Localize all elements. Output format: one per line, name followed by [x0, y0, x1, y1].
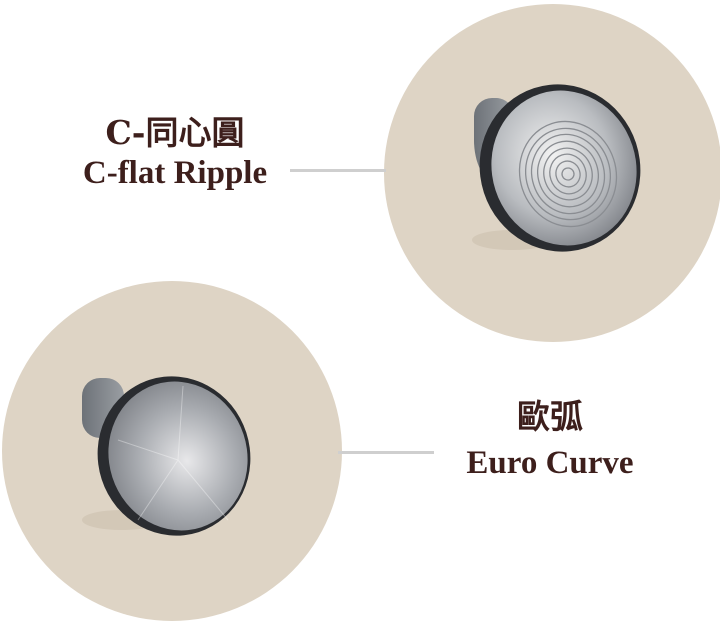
product-name-en: Euro Curve — [466, 445, 634, 482]
tamper-c-flat-ripple-image — [472, 84, 641, 252]
product-name-en: C-flat Ripple — [82, 155, 268, 192]
tamper-euro-curve-image — [82, 376, 251, 536]
connector-line-ripple — [290, 169, 386, 172]
product-name-zh: C-同心圓 — [105, 113, 245, 152]
product-label-euro: 歐弧 Euro Curve — [420, 396, 680, 485]
product-label-ripple: C-同心圓 C-flat Ripple — [40, 112, 310, 195]
connector-line-euro — [338, 451, 434, 454]
product-name-zh: 歐弧 — [517, 397, 583, 436]
